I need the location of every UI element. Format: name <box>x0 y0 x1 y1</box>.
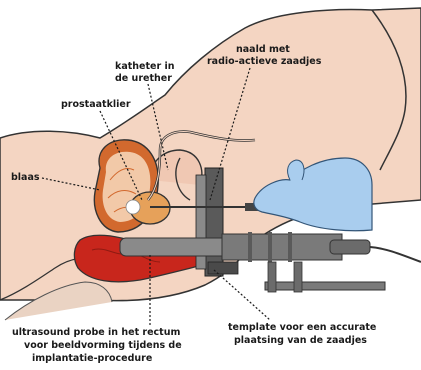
prostate-highlight <box>126 200 140 214</box>
label-needle-2: radio-actieve zaadjes <box>207 56 322 67</box>
label-probe-2: voor beeldvorming tijdens de <box>24 340 182 351</box>
label-catheter-1: katheter in <box>115 61 175 72</box>
stepper-rod <box>265 282 385 290</box>
template-base <box>208 262 238 274</box>
label-needle-1: naald met <box>236 44 290 55</box>
label-bladder: blaas <box>11 172 40 183</box>
label-probe-1: ultrasound probe in het rectum <box>12 327 180 338</box>
template-stand <box>205 168 223 276</box>
stepper-post <box>268 262 276 292</box>
label-catheter-2: de urether <box>115 73 172 84</box>
probe-handle <box>330 240 370 254</box>
leader-template <box>214 270 270 320</box>
glove-thumb <box>288 160 304 180</box>
label-prostate: prostaatklier <box>61 99 131 110</box>
stepper-post-2 <box>294 262 302 292</box>
label-template-1: template voor een accurate <box>228 322 376 333</box>
probe-cable <box>370 247 421 262</box>
probe-body <box>222 234 342 260</box>
label-probe-3: implantatie-procedure <box>32 353 152 364</box>
label-template-2: plaatsing van de zaadjes <box>234 335 367 346</box>
